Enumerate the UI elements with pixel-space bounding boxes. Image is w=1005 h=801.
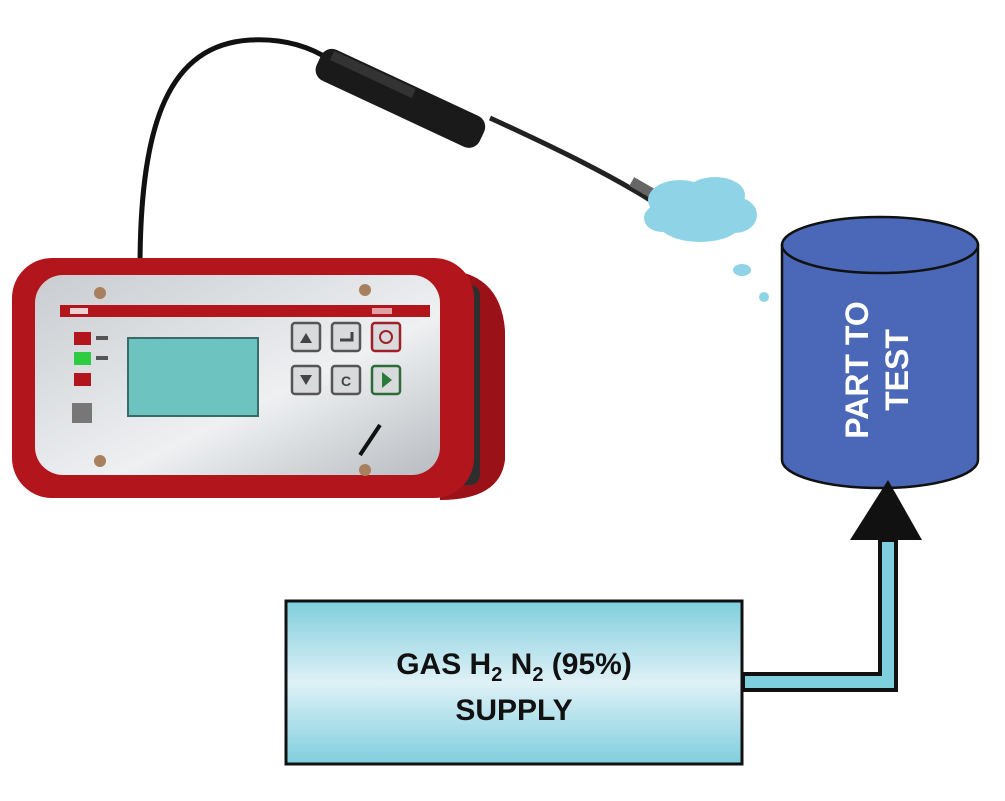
key-power <box>370 321 402 353</box>
supply-prefix: GAS H <box>396 648 491 681</box>
probe-cable <box>137 37 332 269</box>
key-enter <box>330 321 362 353</box>
part-label-line2: TEST <box>879 329 915 411</box>
sniffer-probe <box>315 48 486 148</box>
gas-pipe <box>741 480 922 692</box>
leak-detector-device: C <box>12 258 505 500</box>
status-led-green <box>74 352 91 365</box>
supply-sub1: 2 <box>491 664 502 686</box>
svg-text:C: C <box>341 373 351 389</box>
probe-connector <box>358 423 382 457</box>
supply-sub2: 2 <box>532 664 543 686</box>
key-clear <box>330 364 362 396</box>
gas-cloud-icon <box>644 177 769 302</box>
lcd-screen <box>127 337 259 417</box>
gas-supply-box: GAS H2 N2 (95%) SUPPLY <box>284 599 744 766</box>
status-led-red <box>74 332 91 345</box>
supply-suffix: (95%) <box>543 648 631 681</box>
screws <box>94 284 371 476</box>
part-to-test: PART TO TEST <box>780 215 980 490</box>
probe-tip <box>488 115 652 203</box>
status-led-alarm <box>74 373 91 386</box>
part-label-line1: PART TO <box>839 301 875 438</box>
supply-line2: SUPPLY <box>455 694 572 727</box>
supply-mid: N <box>502 648 532 681</box>
svg-text:GAS H2 N2 (95%): GAS H2 N2 (95%) <box>396 648 632 686</box>
arrow-head-icon <box>850 480 922 540</box>
